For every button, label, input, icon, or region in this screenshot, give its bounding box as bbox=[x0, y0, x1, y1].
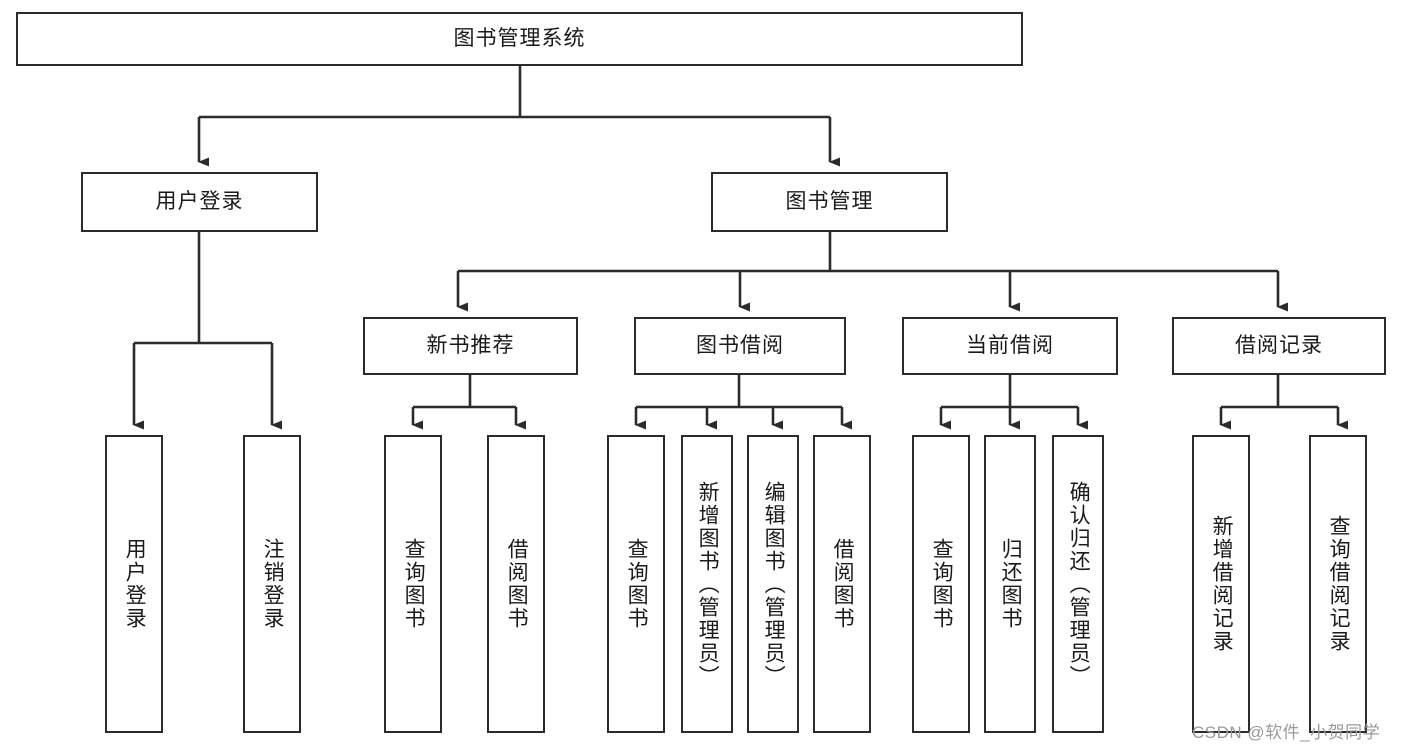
leaf-current-query-book[interactable]: 查询图书 bbox=[912, 435, 970, 733]
node-label: 借阅记录 bbox=[1235, 333, 1323, 357]
node-label: 新增借阅记录 bbox=[1210, 515, 1234, 653]
leaf-current-confirm-return-admin[interactable]: 确认归还（管理员） bbox=[1052, 435, 1104, 733]
leaf-borrow-borrow-book[interactable]: 借阅图书 bbox=[813, 435, 871, 733]
node-label: 借阅图书 bbox=[505, 538, 529, 630]
node-root-library-system[interactable]: 图书管理系统 bbox=[16, 12, 1023, 66]
node-label: 当前借阅 bbox=[966, 333, 1054, 357]
leaf-new-book-query[interactable]: 查询图书 bbox=[384, 435, 442, 733]
node-label: 查询图书 bbox=[930, 538, 954, 630]
node-current-borrow[interactable]: 当前借阅 bbox=[902, 317, 1118, 375]
node-label: 查询图书 bbox=[625, 538, 649, 630]
leaf-borrow-query-book[interactable]: 查询图书 bbox=[607, 435, 665, 733]
node-label: 注销登录 bbox=[261, 538, 285, 630]
node-label: 图书借阅 bbox=[696, 333, 784, 357]
leaf-borrow-add-book-admin[interactable]: 新增图书（管理员） bbox=[681, 435, 733, 733]
leaf-current-return-book[interactable]: 归还图书 bbox=[984, 435, 1036, 733]
node-label: 图书管理系统 bbox=[453, 26, 586, 50]
node-label: 图书管理 bbox=[785, 189, 874, 213]
node-label: 新增图书（管理员） bbox=[696, 480, 720, 688]
leaf-record-query-borrow-record[interactable]: 查询借阅记录 bbox=[1309, 435, 1367, 733]
node-label: 确认归还（管理员） bbox=[1067, 480, 1091, 688]
node-label: 用户登录 bbox=[123, 538, 147, 630]
node-label: 借阅图书 bbox=[831, 538, 855, 630]
node-book-management[interactable]: 图书管理 bbox=[711, 172, 948, 232]
watermark-text: CSDN @软件_小贺同学 bbox=[1192, 723, 1381, 742]
node-label: 用户登录 bbox=[155, 189, 244, 213]
node-label: 查询借阅记录 bbox=[1327, 515, 1351, 653]
node-label: 新书推荐 bbox=[426, 333, 515, 357]
leaf-borrow-edit-book-admin[interactable]: 编辑图书（管理员） bbox=[747, 435, 799, 733]
leaf-record-add-borrow-record[interactable]: 新增借阅记录 bbox=[1192, 435, 1250, 733]
node-new-book-recommend[interactable]: 新书推荐 bbox=[363, 317, 578, 375]
node-label: 编辑图书（管理员） bbox=[762, 480, 786, 688]
node-label: 查询图书 bbox=[402, 538, 426, 630]
leaf-new-book-borrow[interactable]: 借阅图书 bbox=[487, 435, 545, 733]
node-book-borrow[interactable]: 图书借阅 bbox=[634, 317, 846, 375]
leaf-user-login-signin[interactable]: 用户登录 bbox=[105, 435, 163, 733]
node-borrow-record[interactable]: 借阅记录 bbox=[1172, 317, 1386, 375]
node-label: 归还图书 bbox=[999, 538, 1023, 630]
leaf-user-login-signout[interactable]: 注销登录 bbox=[243, 435, 301, 733]
node-user-login[interactable]: 用户登录 bbox=[81, 172, 318, 232]
